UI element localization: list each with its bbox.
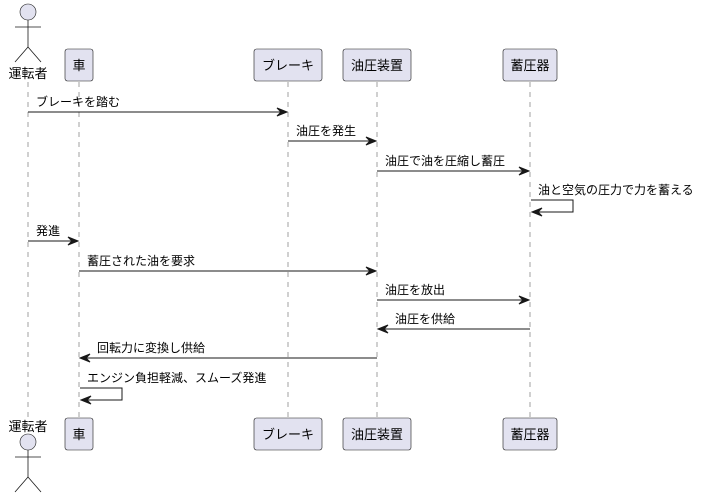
message-label: 発進 bbox=[36, 224, 60, 238]
participant-box bbox=[342, 417, 412, 451]
actor-head-icon bbox=[19, 3, 37, 21]
arrowhead-icon bbox=[518, 166, 531, 176]
actor-leg-left bbox=[14, 476, 29, 493]
message-line bbox=[80, 387, 123, 401]
message-5: 発進 bbox=[28, 224, 80, 246]
message-label: 油圧を発生 bbox=[296, 124, 356, 138]
participant-box bbox=[253, 417, 323, 451]
actor-leg-left bbox=[14, 46, 29, 63]
actor-leg-right bbox=[27, 46, 42, 63]
participant-accumulator-top: 蓄圧器 bbox=[502, 48, 558, 82]
participant-label: 油圧装置 bbox=[351, 428, 403, 443]
actor-label: 運転者 bbox=[8, 420, 47, 435]
message-label: 油圧を放出 bbox=[385, 282, 445, 297]
actor-driver-top: 運転者 bbox=[8, 3, 48, 82]
message-label: ブレーキを踏む bbox=[36, 94, 120, 109]
message-line bbox=[531, 199, 574, 213]
participant-accumulator-bottom: 蓄圧器 bbox=[502, 417, 558, 451]
arrowhead-icon bbox=[365, 266, 378, 276]
participant-label: ブレーキ bbox=[262, 58, 314, 74]
participant-label: 蓄圧器 bbox=[510, 428, 549, 443]
message-label: 油と空気の圧力で力を蓄える bbox=[538, 182, 694, 197]
message-7: 油圧を放出 bbox=[377, 282, 531, 305]
participant-label: 蓄圧器 bbox=[510, 59, 549, 74]
message-10: エンジン負担軽減、スムーズ発進 bbox=[79, 370, 266, 405]
participant-label: 油圧装置 bbox=[351, 59, 403, 74]
participant-label: ブレーキ bbox=[262, 427, 314, 443]
message-6: 蓄圧された油を要求 bbox=[79, 254, 378, 276]
message-2: 油圧を発生 bbox=[288, 124, 378, 146]
actor-driver-bottom: 運転者 bbox=[8, 420, 48, 493]
arrowhead-icon bbox=[78, 353, 91, 363]
message-label: 油圧で油を圧縮し蓄圧 bbox=[385, 153, 505, 168]
arrowhead-icon bbox=[79, 395, 92, 405]
message-3: 油圧で油を圧縮し蓄圧 bbox=[377, 153, 531, 176]
participant-brake-bottom: ブレーキ bbox=[253, 417, 323, 451]
lifelines bbox=[27, 82, 531, 418]
message-label: 蓄圧された油を要求 bbox=[87, 254, 195, 268]
actor-label: 運転者 bbox=[8, 67, 47, 82]
actor-leg-right bbox=[27, 476, 42, 493]
message-label: エンジン負担軽減、スムーズ発進 bbox=[87, 370, 266, 385]
message-1: ブレーキを踏む bbox=[28, 94, 289, 117]
arrowhead-icon bbox=[67, 236, 80, 246]
arrowhead-icon bbox=[376, 324, 389, 334]
participant-box bbox=[64, 417, 94, 451]
participant-car-bottom: 車 bbox=[64, 417, 94, 451]
arrowhead-icon bbox=[365, 136, 378, 146]
arrowhead-icon bbox=[518, 295, 531, 305]
participant-brake-top: ブレーキ bbox=[253, 48, 323, 82]
message-4: 油と空気の圧力で力を蓄える bbox=[530, 182, 694, 217]
participant-box bbox=[253, 48, 323, 82]
message-label: 油圧を供給 bbox=[395, 312, 455, 326]
arrowhead-icon bbox=[276, 107, 289, 117]
actor-head-icon bbox=[19, 433, 37, 451]
messages: ブレーキを踏む油圧を発生油圧で油を圧縮し蓄圧油と空気の圧力で力を蓄える発進蓄圧さ… bbox=[28, 94, 694, 405]
participant-car-top: 車 bbox=[64, 48, 94, 82]
participant-box bbox=[342, 48, 412, 82]
message-9: 回転力に変換し供給 bbox=[78, 340, 377, 363]
message-8: 油圧を供給 bbox=[376, 312, 530, 334]
participant-box bbox=[64, 48, 94, 82]
participant-hydraulic-bottom: 油圧装置 bbox=[342, 417, 412, 451]
participant-label: 車 bbox=[72, 59, 85, 74]
arrowhead-icon bbox=[530, 207, 543, 217]
participant-box bbox=[502, 417, 558, 451]
participant-hydraulic-top: 油圧装置 bbox=[342, 48, 412, 82]
participant-label: 車 bbox=[72, 428, 85, 443]
message-label: 回転力に変換し供給 bbox=[97, 340, 205, 355]
participant-box bbox=[502, 48, 558, 82]
